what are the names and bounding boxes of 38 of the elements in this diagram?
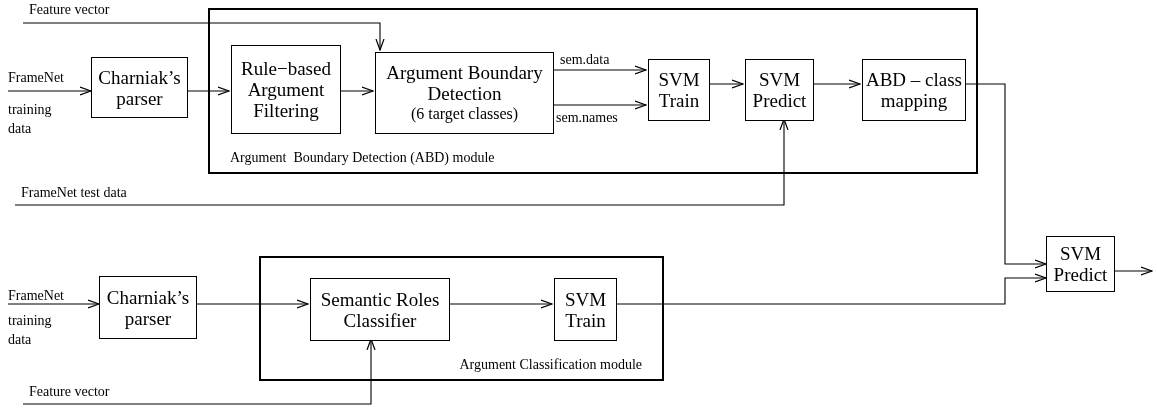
input-label: training data bbox=[8, 312, 53, 349]
input-label: training data bbox=[8, 101, 53, 138]
process-box bbox=[99, 276, 197, 339]
arrow bbox=[1114, 266, 1153, 276]
arrow bbox=[187, 86, 230, 96]
process-box bbox=[648, 59, 710, 121]
process-box bbox=[231, 45, 341, 134]
process-box bbox=[1046, 236, 1115, 292]
process-box bbox=[862, 59, 966, 121]
arrow bbox=[22, 22, 385, 51]
input-label: FrameNet bbox=[8, 287, 65, 305]
process-box bbox=[554, 278, 617, 341]
process-label: Rule−based Argument Filtering bbox=[240, 58, 332, 121]
process-label: SVM Train bbox=[657, 69, 701, 111]
process-label: SVM Predict bbox=[751, 69, 808, 111]
process-label: Semantic Roles Classifier bbox=[319, 288, 441, 331]
module-title: Argument Classification module bbox=[459, 356, 642, 374]
process-label: ABD – class mapping bbox=[865, 69, 963, 111]
process-box bbox=[745, 59, 814, 121]
arrow bbox=[7, 86, 92, 96]
process-label: Argument Boundary Detection bbox=[385, 62, 544, 104]
process-label: SVM Predict bbox=[1052, 243, 1109, 285]
process-box bbox=[375, 52, 554, 134]
module-frame bbox=[259, 256, 664, 381]
input-label: Feature vector bbox=[29, 384, 110, 399]
process-label: Charniak’s parser bbox=[105, 286, 191, 329]
input-label: Feature vector bbox=[29, 2, 110, 17]
process-label: SVM Train bbox=[563, 288, 608, 331]
process-label: Charniak’s parser bbox=[97, 66, 182, 109]
arrow bbox=[7, 299, 100, 309]
module-frame bbox=[208, 8, 978, 174]
input-label: FrameNet test data bbox=[21, 185, 127, 200]
input-label: FrameNet bbox=[8, 69, 65, 87]
process-box bbox=[91, 57, 188, 118]
module-title: Argument Boundary Detection (ABD) module bbox=[230, 149, 495, 167]
process-box bbox=[310, 278, 450, 341]
process-label: (6 target classes) bbox=[410, 104, 519, 124]
arrow bbox=[196, 299, 309, 309]
